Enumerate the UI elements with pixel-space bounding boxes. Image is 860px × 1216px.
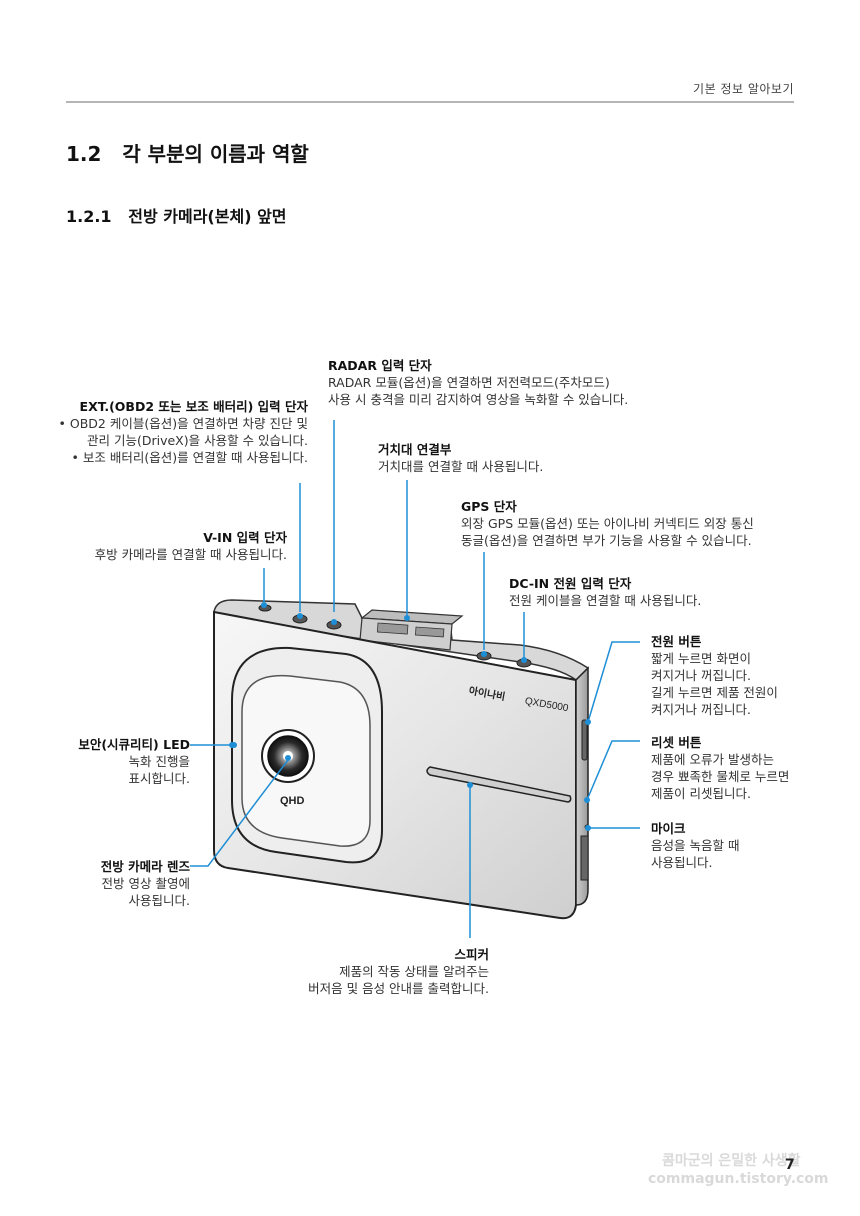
side-vent (580, 835, 589, 881)
callout-dcin-title: DC-IN 전원 입력 단자 (509, 576, 632, 591)
callout-lens-line: 사용됩니다. (128, 893, 190, 908)
callout-radar-line: RADAR 모듈(옵션)을 연결하면 저전력모드(주차모드) (328, 375, 610, 390)
callout-reset-line: 경우 뾰족한 물체로 누르면 (651, 769, 790, 784)
callout-power-title: 전원 버튼 (651, 634, 702, 649)
power-button-icon (581, 719, 588, 761)
callout-led: 보안(시큐리티) LED 녹화 진행을 표시합니다. (78, 736, 190, 787)
callout-mic-line: 사용됩니다. (651, 855, 713, 870)
callout-dcin-line: 전원 케이블을 연결할 때 사용됩니다. (509, 593, 702, 608)
callout-gps: GPS 단자 외장 GPS 모듈(옵션) 또는 아이나비 커넥티드 외장 통신 … (461, 498, 754, 549)
watermark-line2: commagun.tistory.com (648, 1171, 829, 1187)
callout-power: 전원 버튼 짧게 누르면 화면이 켜지거나 꺼집니다. 길게 누르면 제품 전원… (651, 633, 778, 718)
callout-ext-line: 관리 기능(DriveX)을 사용할 수 있습니다. (86, 433, 308, 448)
header-divider (66, 101, 794, 103)
callout-mount: 거치대 연결부 거치대를 연결할 때 사용됩니다. (378, 441, 543, 475)
callout-mic: 마이크 음성을 녹음할 때 사용됩니다. (651, 820, 739, 871)
callout-mic-line: 음성을 녹음할 때 (651, 838, 740, 853)
speaker-slot (426, 766, 572, 803)
callout-power-line: 켜지거나 꺼집니다. (651, 668, 751, 683)
watermark-line1: 콤마군의 은밀한 사생활 (662, 1153, 801, 1169)
callout-lens-line: 전방 영상 촬영에 (101, 876, 190, 891)
leader-lines (190, 420, 640, 938)
callout-ext-title: EXT.(OBD2 또는 보조 배터리) 입력 단자 (79, 399, 308, 414)
callout-reset-line: 제품에 오류가 발생하는 (651, 752, 774, 767)
callout-gps-line: 외장 GPS 모듈(옵션) 또는 아이나비 커넥티드 외장 통신 (461, 516, 754, 531)
callout-speaker-line: 버저음 및 음성 안내를 출력합니다. (308, 981, 489, 996)
callout-radar-title: RADAR 입력 단자 (328, 358, 432, 373)
callout-reset: 리셋 버튼 제품에 오류가 발생하는 경우 뾰족한 물체로 누르면 제품이 리셋… (651, 734, 789, 802)
callout-mount-title: 거치대 연결부 (378, 442, 452, 457)
callout-speaker: 스피커 제품의 작동 상태를 알려주는 버저음 및 음성 안내를 출력합니다. (308, 946, 489, 997)
lens-badge: QHD (280, 795, 305, 807)
callout-ext-line: • 보조 배터리(옵션)를 연결할 때 사용됩니다. (71, 450, 308, 465)
callout-radar: RADAR 입력 단자 RADAR 모듈(옵션)을 연결하면 저전력모드(주차모… (328, 357, 628, 408)
callout-vin-line: 후방 카메라를 연결할 때 사용됩니다. (94, 547, 287, 562)
callout-radar-line: 사용 시 충격을 미리 감지하여 영상을 녹화할 수 있습니다. (328, 392, 629, 407)
header-section-label: 기본 정보 알아보기 (693, 82, 794, 96)
callout-power-line: 짧게 누르면 화면이 (651, 651, 751, 666)
callout-led-line: 표시합니다. (128, 771, 190, 786)
callout-mic-title: 마이크 (651, 821, 686, 836)
callout-dcin: DC-IN 전원 입력 단자 전원 케이블을 연결할 때 사용됩니다. (509, 575, 701, 609)
callout-gps-title: GPS 단자 (461, 499, 517, 514)
section-title: 1.2 각 부분의 이름과 역할 (66, 142, 309, 166)
callout-speaker-title: 스피커 (454, 947, 489, 962)
callout-reset-line: 제품이 리셋됩니다. (651, 786, 751, 801)
callout-ext-line: • OBD2 케이블(옵션)을 연결하면 차량 진단 및 (58, 416, 308, 431)
subsection-title: 1.2.1 전방 카메라(본체) 앞면 (66, 207, 287, 226)
callout-power-line: 길게 누르면 제품 전원이 (651, 685, 778, 700)
callout-gps-line: 동글(옵션)을 연결하면 부가 기능을 사용할 수 있습니다. (461, 533, 752, 548)
callout-speaker-line: 제품의 작동 상태를 알려주는 (339, 964, 489, 979)
callout-reset-title: 리셋 버튼 (651, 735, 702, 750)
callout-mount-line: 거치대를 연결할 때 사용됩니다. (378, 459, 544, 474)
callout-led-line: 녹화 진행을 (128, 754, 190, 769)
callout-vin-title: V-IN 입력 단자 (203, 530, 287, 545)
callout-lens-title: 전방 카메라 렌즈 (100, 859, 190, 874)
page-number: 7 (785, 1157, 795, 1173)
callout-ext: EXT.(OBD2 또는 보조 배터리) 입력 단자 • OBD2 케이블(옵션… (59, 398, 308, 466)
callout-vin: V-IN 입력 단자 후방 카메라를 연결할 때 사용됩니다. (95, 529, 287, 563)
callout-power-line: 켜지거나 꺼집니다. (651, 702, 751, 717)
callout-lens: 전방 카메라 렌즈 전방 영상 촬영에 사용됩니다. (101, 858, 190, 909)
callout-led-title: 보안(시큐리티) LED (78, 737, 190, 752)
